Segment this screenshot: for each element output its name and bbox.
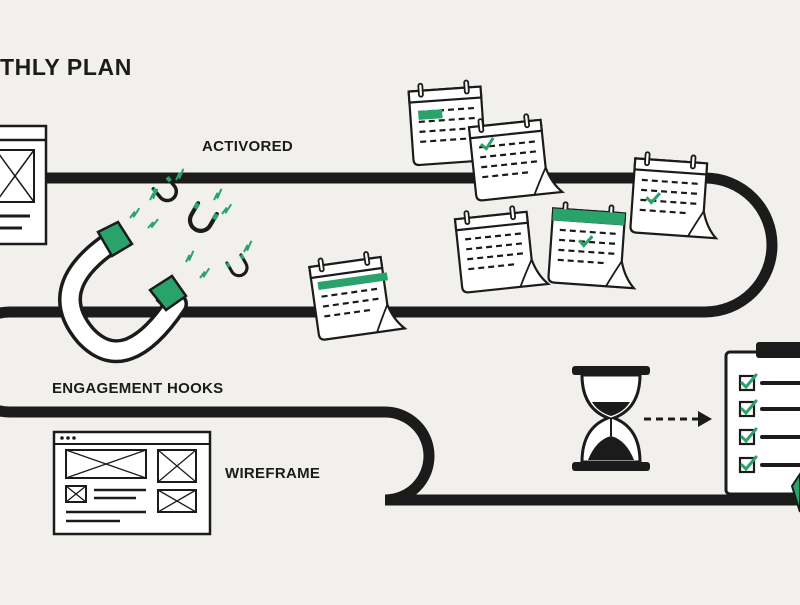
calendar-icon xyxy=(629,150,723,240)
label-wireframe: WIREFRAME xyxy=(225,465,321,482)
label-activated: ACTIVORED xyxy=(202,138,294,155)
magnetic-sparks xyxy=(126,167,256,281)
calendar-icon xyxy=(307,247,406,342)
checklist-icon xyxy=(724,342,800,513)
magnet-icon xyxy=(58,220,188,364)
page-title: THLY PLAN xyxy=(0,54,132,80)
calendar-icon xyxy=(407,77,501,167)
calendar-icon xyxy=(467,110,564,203)
label-engagement-hooks: ENGAGEMENT HOOKS xyxy=(52,380,224,397)
arrow-icon xyxy=(644,411,712,427)
wireframe-card-left xyxy=(0,124,48,246)
calendar-icon xyxy=(547,200,641,290)
calendar-icon xyxy=(453,202,550,295)
hourglass-icon xyxy=(572,366,650,471)
wireframe-icon xyxy=(52,430,212,536)
